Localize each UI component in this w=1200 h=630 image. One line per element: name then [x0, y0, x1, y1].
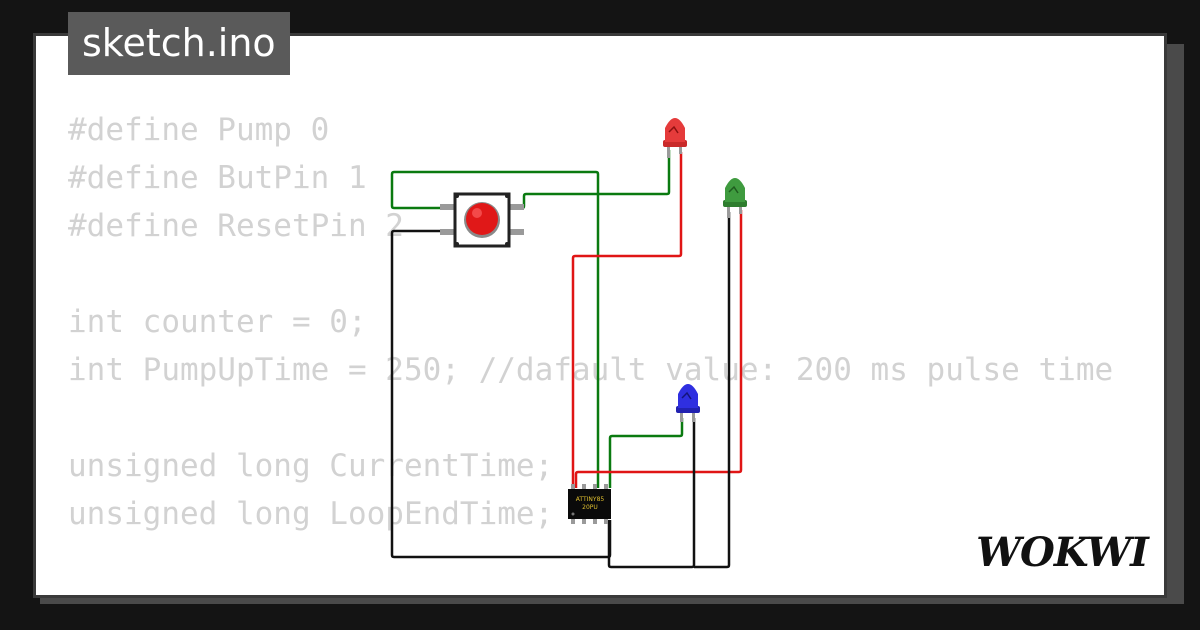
file-name-tab: sketch.ino — [68, 12, 290, 75]
wire-red-green-led-to-chip — [574, 210, 743, 488]
code-line: int counter = 0; — [68, 304, 367, 340]
wire-green-button-to-red-led — [510, 150, 671, 210]
code-line: #define ResetPin 2 — [68, 208, 404, 244]
led-red[interactable] — [663, 118, 687, 158]
led-blue[interactable] — [676, 384, 700, 422]
chip-label-line2: 20PU — [582, 504, 598, 511]
wire-green-button-to-chip — [390, 170, 600, 488]
code-line: unsigned long LoopEndTime; — [68, 496, 554, 532]
code-line: unsigned long CurrentTime; — [68, 448, 554, 484]
code-listing: #define Pump 0 #define ButPin 1 #define Re… — [68, 106, 1136, 595]
code-line: #define Pump 0 — [68, 112, 330, 148]
code-line: bool butstate = 0; — [68, 586, 1136, 595]
code-line: #define ButPin 1 — [68, 160, 367, 196]
chip-label-line1: ATTINY85 — [576, 496, 605, 503]
project-preview-card: #define Pump 0 #define ButPin 1 #define Re… — [33, 33, 1167, 598]
led-green[interactable] — [723, 178, 747, 218]
wokwi-logo: WOKWI — [976, 529, 1151, 574]
wire-black-blue-led-ground — [607, 418, 696, 569]
wire-red-led-to-chip — [571, 152, 683, 488]
wokwi-logo-text: WOKWI — [976, 529, 1150, 574]
wire-black-green-led-ground — [694, 212, 731, 569]
pushbutton[interactable] — [440, 192, 524, 248]
wire-green-chip-to-blue-led — [608, 418, 684, 488]
attiny85-chip[interactable]: ATTINY85 20PU — [568, 484, 611, 524]
code-line: int PumpUpTime = 250; //dafault value: 2… — [68, 352, 1114, 388]
